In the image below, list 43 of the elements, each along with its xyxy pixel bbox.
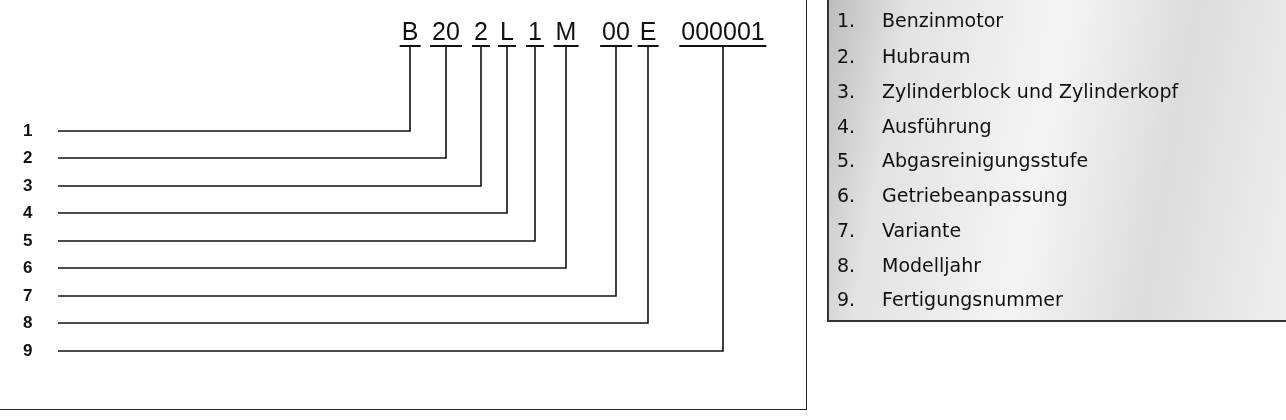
list-number: 5. bbox=[837, 149, 856, 171]
code-segment: B bbox=[399, 17, 421, 47]
list-number: 3. bbox=[837, 80, 856, 102]
callout-number: 2 bbox=[23, 148, 58, 168]
list-number: 6. bbox=[837, 184, 856, 206]
code-segment: M bbox=[553, 17, 579, 47]
list-number: 2. bbox=[837, 45, 856, 67]
code-segment: 1 bbox=[526, 17, 544, 47]
legend-text: Zylinderblock und Zylinderkopf bbox=[882, 80, 1179, 102]
leader-line bbox=[57, 46, 482, 187]
callout-number: 1 bbox=[23, 121, 58, 141]
callout-number: 3 bbox=[23, 176, 58, 196]
legend-text: Variante bbox=[882, 219, 962, 241]
code-segment: L bbox=[498, 17, 516, 47]
callout-number: 8 bbox=[23, 313, 58, 333]
code-segment: 20 bbox=[430, 17, 462, 47]
list-number: 7. bbox=[837, 219, 856, 241]
callout-number: 9 bbox=[23, 341, 58, 361]
callout-number: 7 bbox=[23, 286, 58, 306]
callout-number: 6 bbox=[23, 258, 58, 278]
code-segment: 2 bbox=[472, 17, 490, 47]
list-number: 8. bbox=[837, 254, 856, 276]
legend-text: Getriebeanpassung bbox=[882, 184, 1068, 206]
list-number: 9. bbox=[837, 288, 856, 310]
list-number: 1. bbox=[837, 9, 856, 31]
legend-text: Hubraum bbox=[882, 45, 971, 67]
code-segment: 00 bbox=[600, 17, 632, 47]
legend-text: Ausführung bbox=[882, 115, 992, 137]
legend-text: Modelljahr bbox=[882, 254, 982, 276]
code-segment: 000001 bbox=[679, 17, 767, 47]
code-segment: E bbox=[637, 17, 659, 47]
leader-line bbox=[57, 46, 724, 352]
callout-number: 4 bbox=[23, 203, 58, 223]
callout-number: 5 bbox=[23, 231, 58, 251]
legend-text: Abgasreinigungsstufe bbox=[882, 149, 1089, 171]
legend-text: Fertigungsnummer bbox=[882, 288, 1063, 310]
leader-line bbox=[57, 46, 508, 214]
legend-text: Benzinmotor bbox=[882, 9, 1004, 31]
leader-line bbox=[57, 46, 536, 242]
list-number: 4. bbox=[837, 115, 856, 137]
leader-line bbox=[57, 46, 411, 132]
leader-line bbox=[57, 46, 567, 269]
leader-line bbox=[57, 46, 447, 159]
